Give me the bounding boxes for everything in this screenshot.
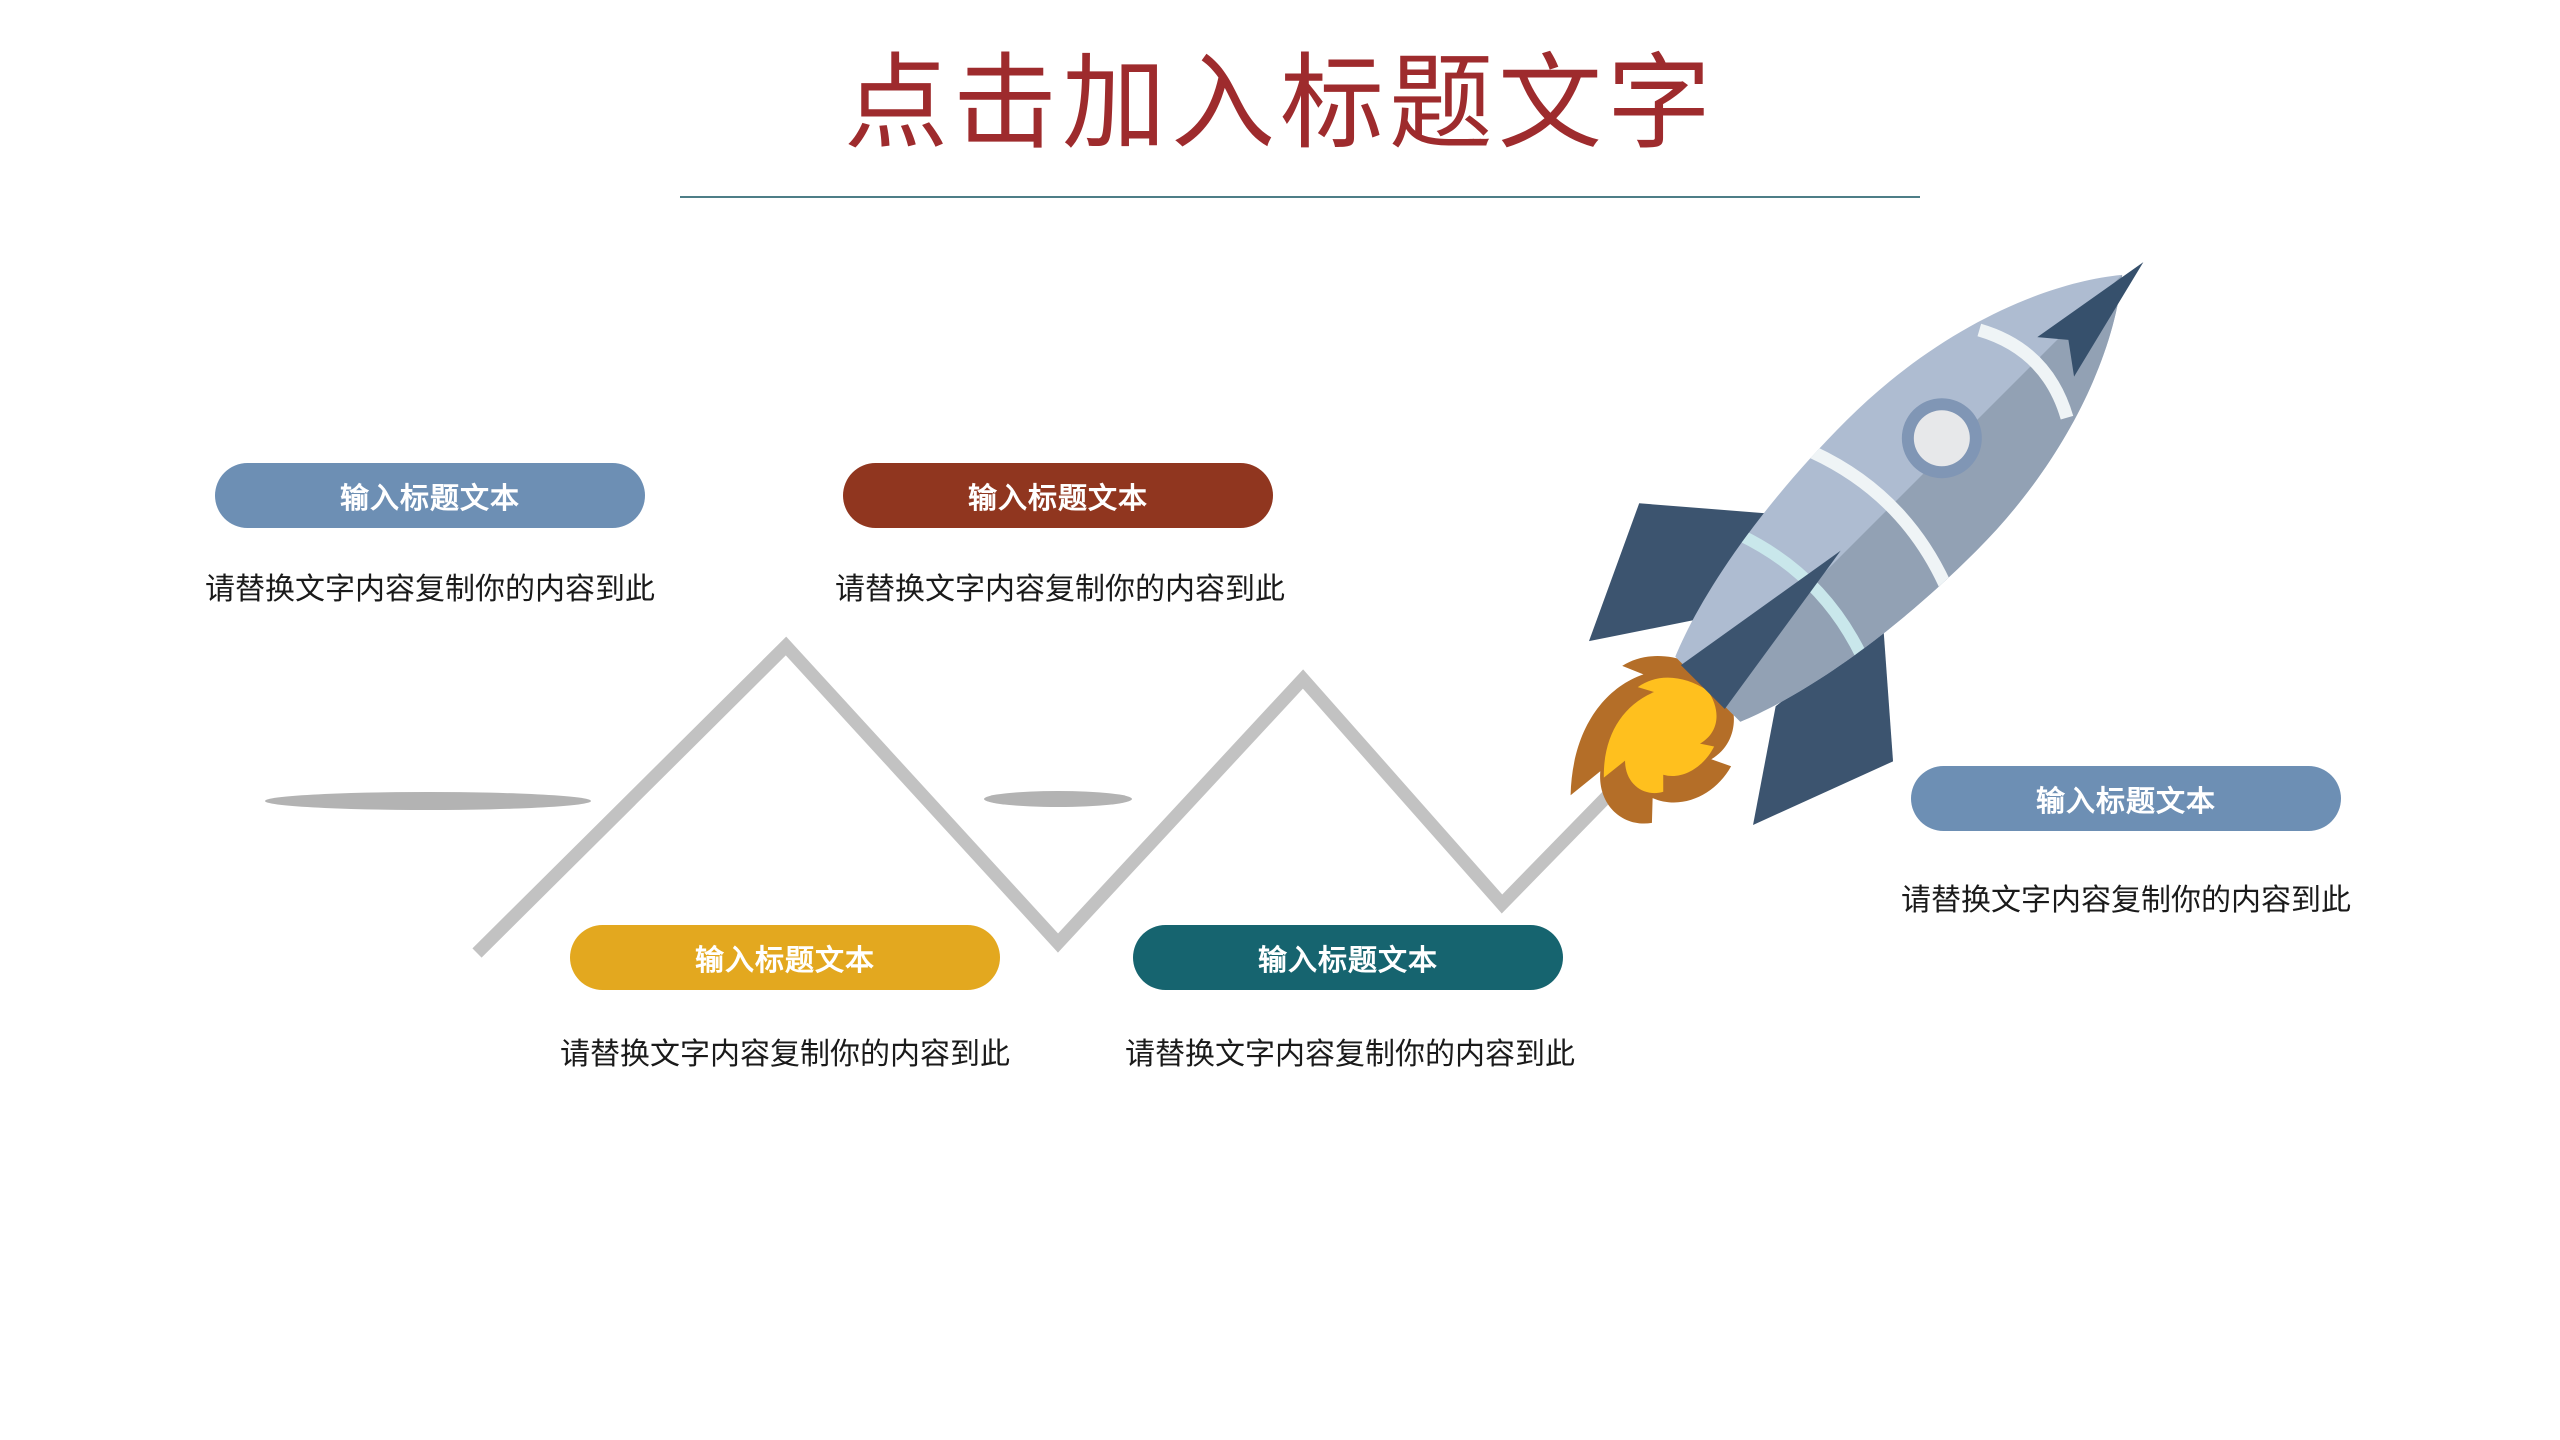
item-pill-1-label: 输入标题文本 [339,480,520,515]
item-desc-5: 请替换文字内容复制你的内容到此 [1901,883,2351,918]
rocket-window-glass [1913,410,1970,467]
rocket-fin-left [1588,503,1773,642]
item-pill-5-label: 输入标题文本 [2035,783,2216,818]
rocket-stripe-middle [1810,446,1951,587]
item-pill-2-label: 输入标题文本 [967,480,1148,515]
rocket-flame-inner [1603,677,1717,793]
item-desc-2: 请替换文字内容复制你的内容到此 [835,572,1285,607]
item-pill-1[interactable]: 输入标题文本 [215,463,645,528]
rocket-icon [1570,262,2144,825]
speed-streak-left [265,792,591,810]
item-desc-3: 请替换文字内容复制你的内容到此 [560,1037,1010,1072]
item-pill-2[interactable]: 输入标题文本 [843,463,1273,528]
zigzag-growth-line [472,636,1755,958]
item-pill-4[interactable]: 输入标题文本 [1133,925,1563,990]
rocket-nose-tip [2037,262,2144,377]
title-divider-line [680,196,1920,198]
rocket-body-shadow [1707,274,2123,722]
item-desc-1: 请替换文字内容复制你的内容到此 [205,572,655,607]
item-pill-5[interactable]: 输入标题文本 [1911,766,2341,831]
speed-streak-right [984,791,1132,807]
item-pill-4-label: 输入标题文本 [1257,942,1438,977]
page-title: 点击加入标题文字 [843,42,1716,164]
rocket-tail-detail [1680,550,1841,710]
item-desc-4: 请替换文字内容复制你的内容到此 [1125,1037,1575,1072]
item-pill-3-label: 输入标题文本 [694,942,875,977]
item-pill-3[interactable]: 输入标题文本 [570,925,1000,990]
rocket-stripe-nose [1977,323,2074,420]
rocket-fin-right [1753,624,1894,825]
